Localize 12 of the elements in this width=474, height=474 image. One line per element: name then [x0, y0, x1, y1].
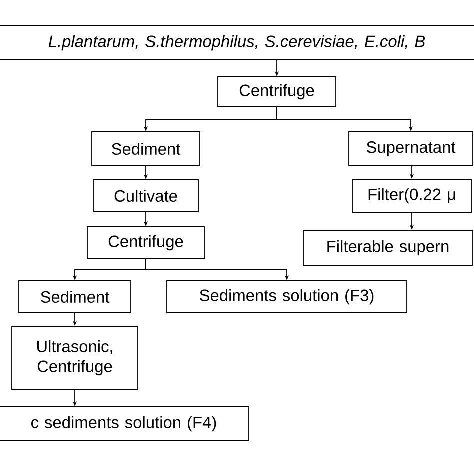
process-box: Filter(0.22 μ [352, 179, 472, 213]
process-box: c sediments solution (F4) [0, 406, 250, 442]
process-box: L.plantarum, S.thermophilus, S.cerevisiae, E.coli, B [0, 26, 474, 60]
process-box: Supernatant [348, 132, 474, 166]
process-box: Centrifuge [218, 76, 336, 108]
process-box: Filterable supern [303, 230, 473, 266]
process-box: Ultrasonic, Centrifuge [12, 326, 138, 390]
process-box: Sediment [18, 280, 132, 314]
process-box: Cultivate [93, 180, 199, 212]
process-box: Centrifuge [87, 226, 205, 260]
process-box: Sediment [92, 132, 200, 166]
process-box: Sediments solution (F3) [166, 280, 408, 314]
